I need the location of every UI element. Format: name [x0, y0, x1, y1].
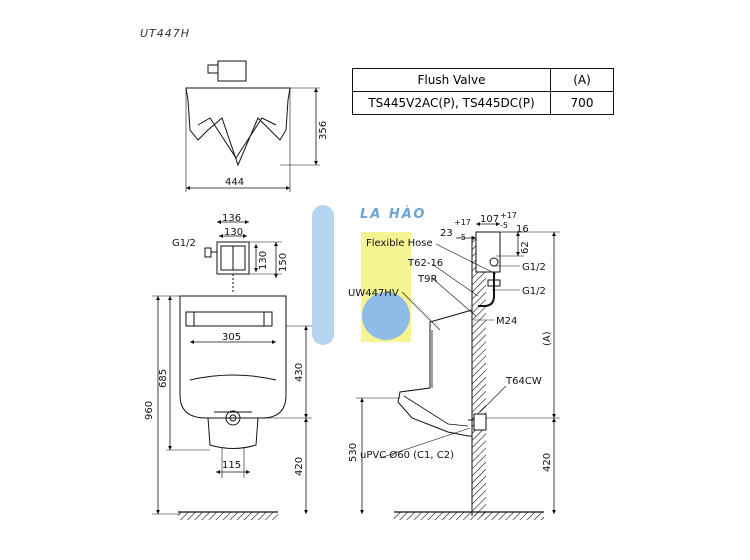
table-header-flush-valve: Flush Valve: [352, 68, 551, 92]
top-depth-label: 356: [318, 121, 329, 140]
dim-107-tol-up: +17: [500, 211, 517, 220]
table-cell-a-value: 700: [550, 91, 614, 115]
front-outlet-circle: [225, 410, 241, 426]
t62-label: T62-16: [407, 258, 443, 269]
g12-valve-label: G1/2: [522, 262, 546, 273]
flexible-hose-label: Flexible Hose: [366, 238, 433, 249]
floor-height-label: 420: [294, 457, 305, 476]
top-bowl-inner: [197, 117, 277, 159]
model-title: UT447H: [140, 27, 191, 40]
watermark-text: LA HÀO: [360, 206, 426, 222]
dim-23-tol-up: +17: [454, 218, 471, 227]
t9r-label: T9R: [417, 274, 437, 285]
lower-height-label: 430: [294, 363, 305, 382]
front-view: [152, 220, 312, 515]
valve-top-nub: [207, 64, 219, 74]
a-dim-label: (A): [542, 331, 553, 346]
valve-width-inner-label: 130: [224, 227, 243, 238]
front-inlet-label: G1/2: [172, 238, 196, 249]
top-bowl-outline: [185, 87, 291, 167]
dim-23-tol-down: -5: [458, 233, 466, 242]
dim-23-label: 23: [440, 228, 453, 239]
front-inlet-fitting: [204, 247, 212, 258]
outlet-width-label: 115: [222, 460, 241, 471]
watermark-logo: LA HÀO: [312, 205, 426, 345]
side-flush-pipe: [478, 272, 495, 307]
total-height-label: 960: [144, 401, 155, 420]
valve-width-outer-label: 136: [222, 213, 241, 224]
bowl-width-label: 305: [222, 332, 241, 343]
side-floor-height-label: 420: [542, 453, 553, 472]
side-trap-fitting: [473, 413, 487, 431]
side-wall-hatch: [472, 236, 486, 516]
dim-107-label: 107: [480, 214, 499, 225]
t64cw-label: T64CW: [505, 376, 542, 387]
flush-valve-table: Flush Valve (A) TS445V2AC(P), TS445DC(P)…: [352, 68, 614, 115]
table-cell-valve-model: TS445V2AC(P), TS445DC(P): [352, 91, 551, 115]
body-height-label: 685: [158, 369, 169, 388]
side-urinal-body: [397, 309, 473, 437]
dim-530-label: 530: [348, 443, 359, 462]
m24-label: M24: [496, 316, 517, 327]
front-trap: [207, 417, 259, 449]
table-row: TS445V2AC(P), TS445DC(P) 700: [352, 91, 614, 115]
front-spreader: [185, 311, 273, 327]
front-urinal-body: [179, 295, 287, 419]
dim-107-tol-down: -5: [500, 221, 508, 230]
side-view: [356, 222, 560, 516]
valve-height-inner-label: 130: [258, 251, 269, 270]
dim-62-label: 62: [520, 241, 531, 254]
dim-16-label: 16: [516, 224, 529, 235]
g12-pipe-label: G1/2: [522, 286, 546, 297]
table-header-row: Flush Valve (A): [352, 68, 614, 92]
upvc-label: uPVC Ø60 (C1, C2): [360, 449, 454, 461]
front-bowl-rim: [189, 374, 277, 381]
valve-top-box: [217, 60, 247, 82]
top-view: [185, 60, 320, 192]
uw447hv-label: UW447HV: [348, 288, 399, 299]
top-width-label: 444: [225, 177, 244, 188]
front-floor-hatch: [178, 512, 278, 520]
side-floor-hatch: [394, 512, 544, 520]
valve-height-outer-label: 150: [278, 253, 289, 272]
